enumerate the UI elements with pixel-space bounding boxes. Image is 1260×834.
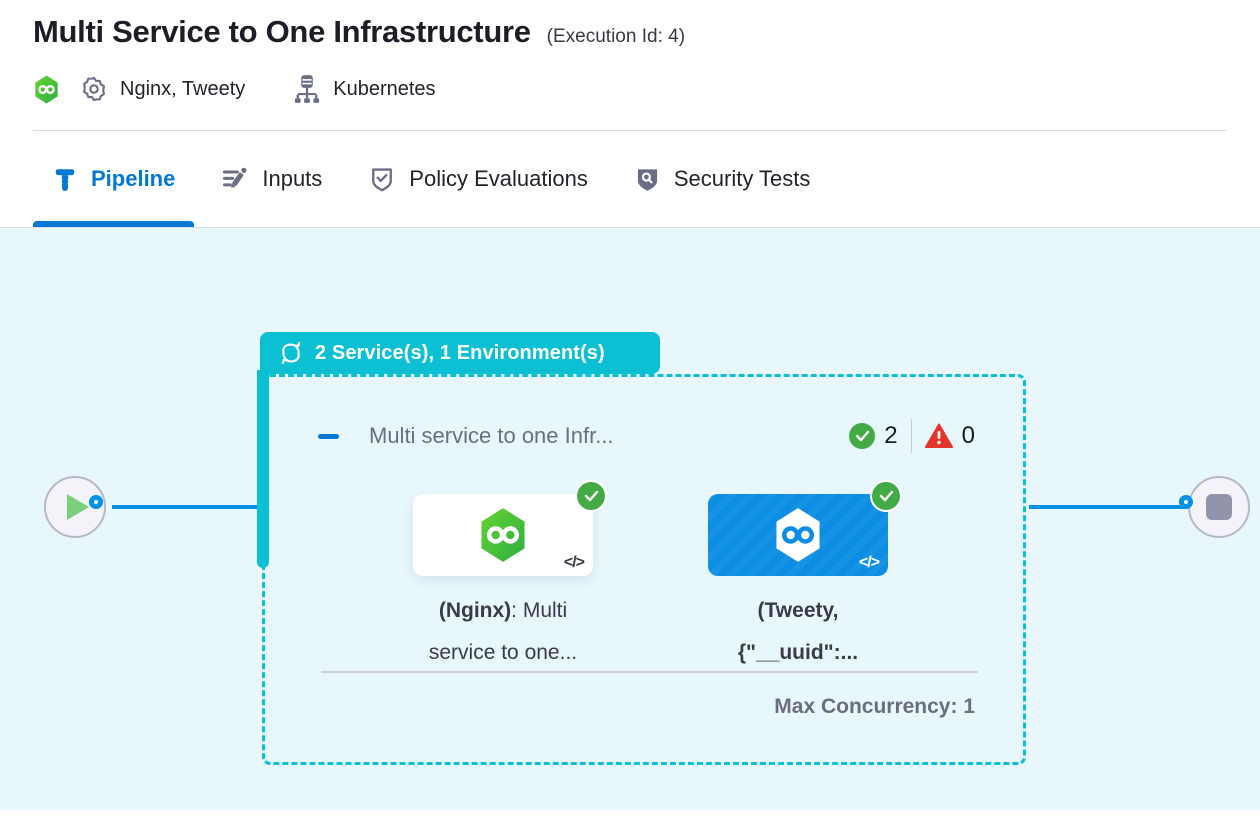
execution-header: Multi Service to One Infrastructure (Exe…	[0, 0, 1260, 131]
service-label-tweety: (Tweety, {"__uuid":...	[737, 599, 859, 664]
policy-shield-check-icon	[368, 165, 396, 194]
success-check-icon	[575, 480, 607, 512]
services-gear-icon	[80, 75, 108, 103]
tab-security-tests-label: Security Tests	[673, 166, 811, 191]
play-icon	[67, 494, 89, 520]
stage-matrix-badge[interactable]: 2 Service(s), 1 Environment(s)	[260, 332, 660, 374]
tab-inputs-label: Inputs	[262, 166, 323, 191]
harness-service-icon	[33, 75, 60, 104]
execution-id: (Execution Id: 4)	[546, 26, 686, 47]
infrastructure-icon	[293, 74, 321, 104]
security-shield-search-icon	[634, 165, 661, 194]
success-check-icon	[849, 423, 876, 449]
pipeline-start-node[interactable]	[44, 476, 106, 538]
stage-footer-divider	[321, 671, 978, 673]
error-triangle-icon	[924, 423, 953, 449]
code-template-icon: </>	[563, 554, 585, 571]
end-node-connector-dot	[1179, 495, 1193, 509]
stage-badge-label: 2 Service(s), 1 Environment(s)	[315, 341, 605, 364]
harness-service-icon	[772, 507, 824, 563]
header-divider	[33, 130, 1227, 131]
tab-pipeline-label: Pipeline	[91, 166, 176, 191]
status-divider	[910, 419, 912, 453]
service-card-tweety[interactable]: </>	[708, 480, 902, 576]
success-count: 2	[884, 422, 898, 449]
execution-tabbar: Pipeline Inputs Policy Evaluations Secur…	[0, 131, 1260, 228]
loop-strategy-icon	[278, 341, 304, 365]
stage-header: Multi service to one Infr... 2 0	[265, 419, 1023, 453]
harness-service-icon	[477, 507, 529, 563]
max-concurrency-label: Max Concurrency: 1	[774, 695, 975, 718]
service-card-nginx[interactable]: </>	[413, 480, 607, 576]
stop-icon	[1206, 494, 1232, 520]
failed-count: 0	[961, 422, 975, 449]
active-tab-underline	[33, 221, 195, 227]
tab-inputs[interactable]: Inputs	[202, 131, 341, 227]
stage-group-box[interactable]: Multi service to one Infr... 2 0	[262, 374, 1026, 765]
pipeline-icon	[52, 166, 78, 193]
infrastructure-label: Kubernetes	[333, 77, 436, 100]
collapse-stage-icon[interactable]	[318, 433, 339, 439]
tab-policy-evaluations[interactable]: Policy Evaluations	[349, 131, 607, 227]
edge-start-to-stage	[112, 505, 262, 509]
tab-policy-evaluations-label: Policy Evaluations	[409, 166, 588, 191]
tab-security-tests[interactable]: Security Tests	[615, 131, 830, 227]
inputs-icon	[221, 165, 249, 193]
tab-pipeline[interactable]: Pipeline	[33, 131, 195, 227]
pipeline-end-node[interactable]	[1188, 476, 1250, 538]
pipeline-canvas: Multi service to one Infr... 2 0	[0, 228, 1260, 810]
stage-title: Multi service to one Infr...	[369, 423, 614, 448]
service-label-nginx: (Nginx): Multi service to one...	[428, 599, 578, 664]
edge-stage-to-end	[1029, 505, 1187, 509]
success-check-icon	[870, 480, 902, 512]
start-node-connector-dot	[89, 495, 103, 509]
page-title: Multi Service to One Infrastructure	[33, 14, 531, 49]
services-label: Nginx, Tweety	[120, 77, 246, 100]
stage-status: 2 0	[849, 419, 975, 453]
code-template-icon: </>	[858, 554, 880, 571]
